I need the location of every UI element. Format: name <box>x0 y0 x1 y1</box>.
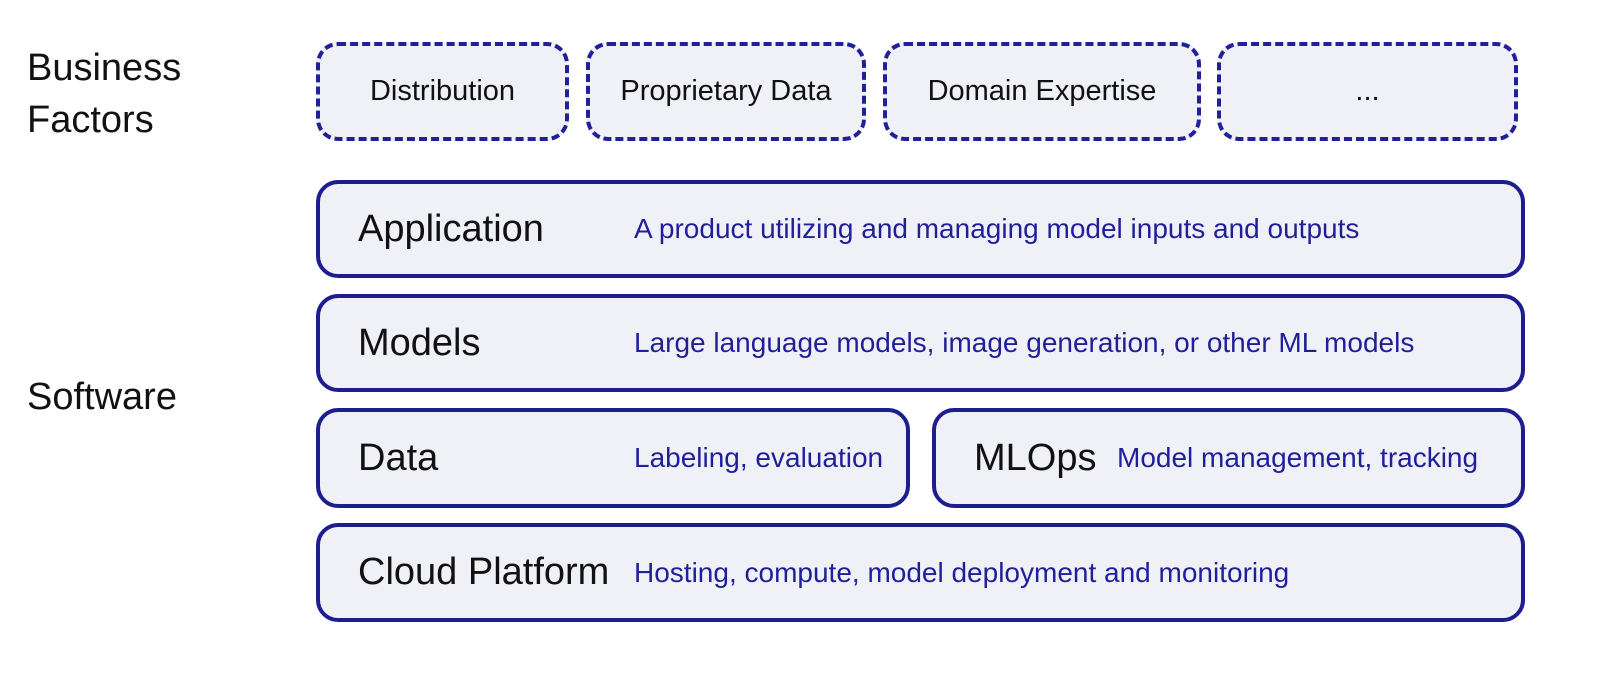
layer-title: Data <box>358 436 439 479</box>
layer-description: Labeling, evaluation <box>634 442 884 473</box>
business-factor-label: Distribution <box>369 75 516 107</box>
layer-description: Model management, tracking <box>1117 442 1479 473</box>
layer-cloud-platform: Cloud Platform Hosting, compute, model d… <box>316 523 1525 622</box>
software-label: Software <box>27 376 177 418</box>
business-factor-domain-expertise: Domain Expertise <box>883 42 1201 141</box>
layer-description: A product utilizing and managing model i… <box>634 213 1360 244</box>
layer-description: Hosting, compute, model deployment and m… <box>634 556 1290 588</box>
business-factor-label: Proprietary Data <box>620 75 832 107</box>
layer-title: Application <box>358 207 544 250</box>
layer-models: Models Large language models, image gene… <box>316 294 1525 392</box>
business-factor-more: ... <box>1217 42 1518 141</box>
business-factor-proprietary-data: Proprietary Data <box>586 42 866 141</box>
business-factor-label: Domain Expertise <box>927 75 1157 107</box>
layer-title: Models <box>358 321 481 364</box>
layer-mlops: MLOps Model management, tracking <box>932 408 1525 508</box>
layer-data: Data Labeling, evaluation <box>316 408 910 508</box>
business-factor-distribution: Distribution <box>316 42 569 141</box>
layer-title: Cloud Platform <box>358 551 610 593</box>
layer-title: MLOps <box>974 436 1097 479</box>
layer-application: Application A product utilizing and mana… <box>316 180 1525 278</box>
business-factors-label: Business Factors <box>27 47 182 141</box>
business-factor-label: ... <box>1355 75 1380 107</box>
layer-description: Large language models, image generation,… <box>634 327 1415 358</box>
